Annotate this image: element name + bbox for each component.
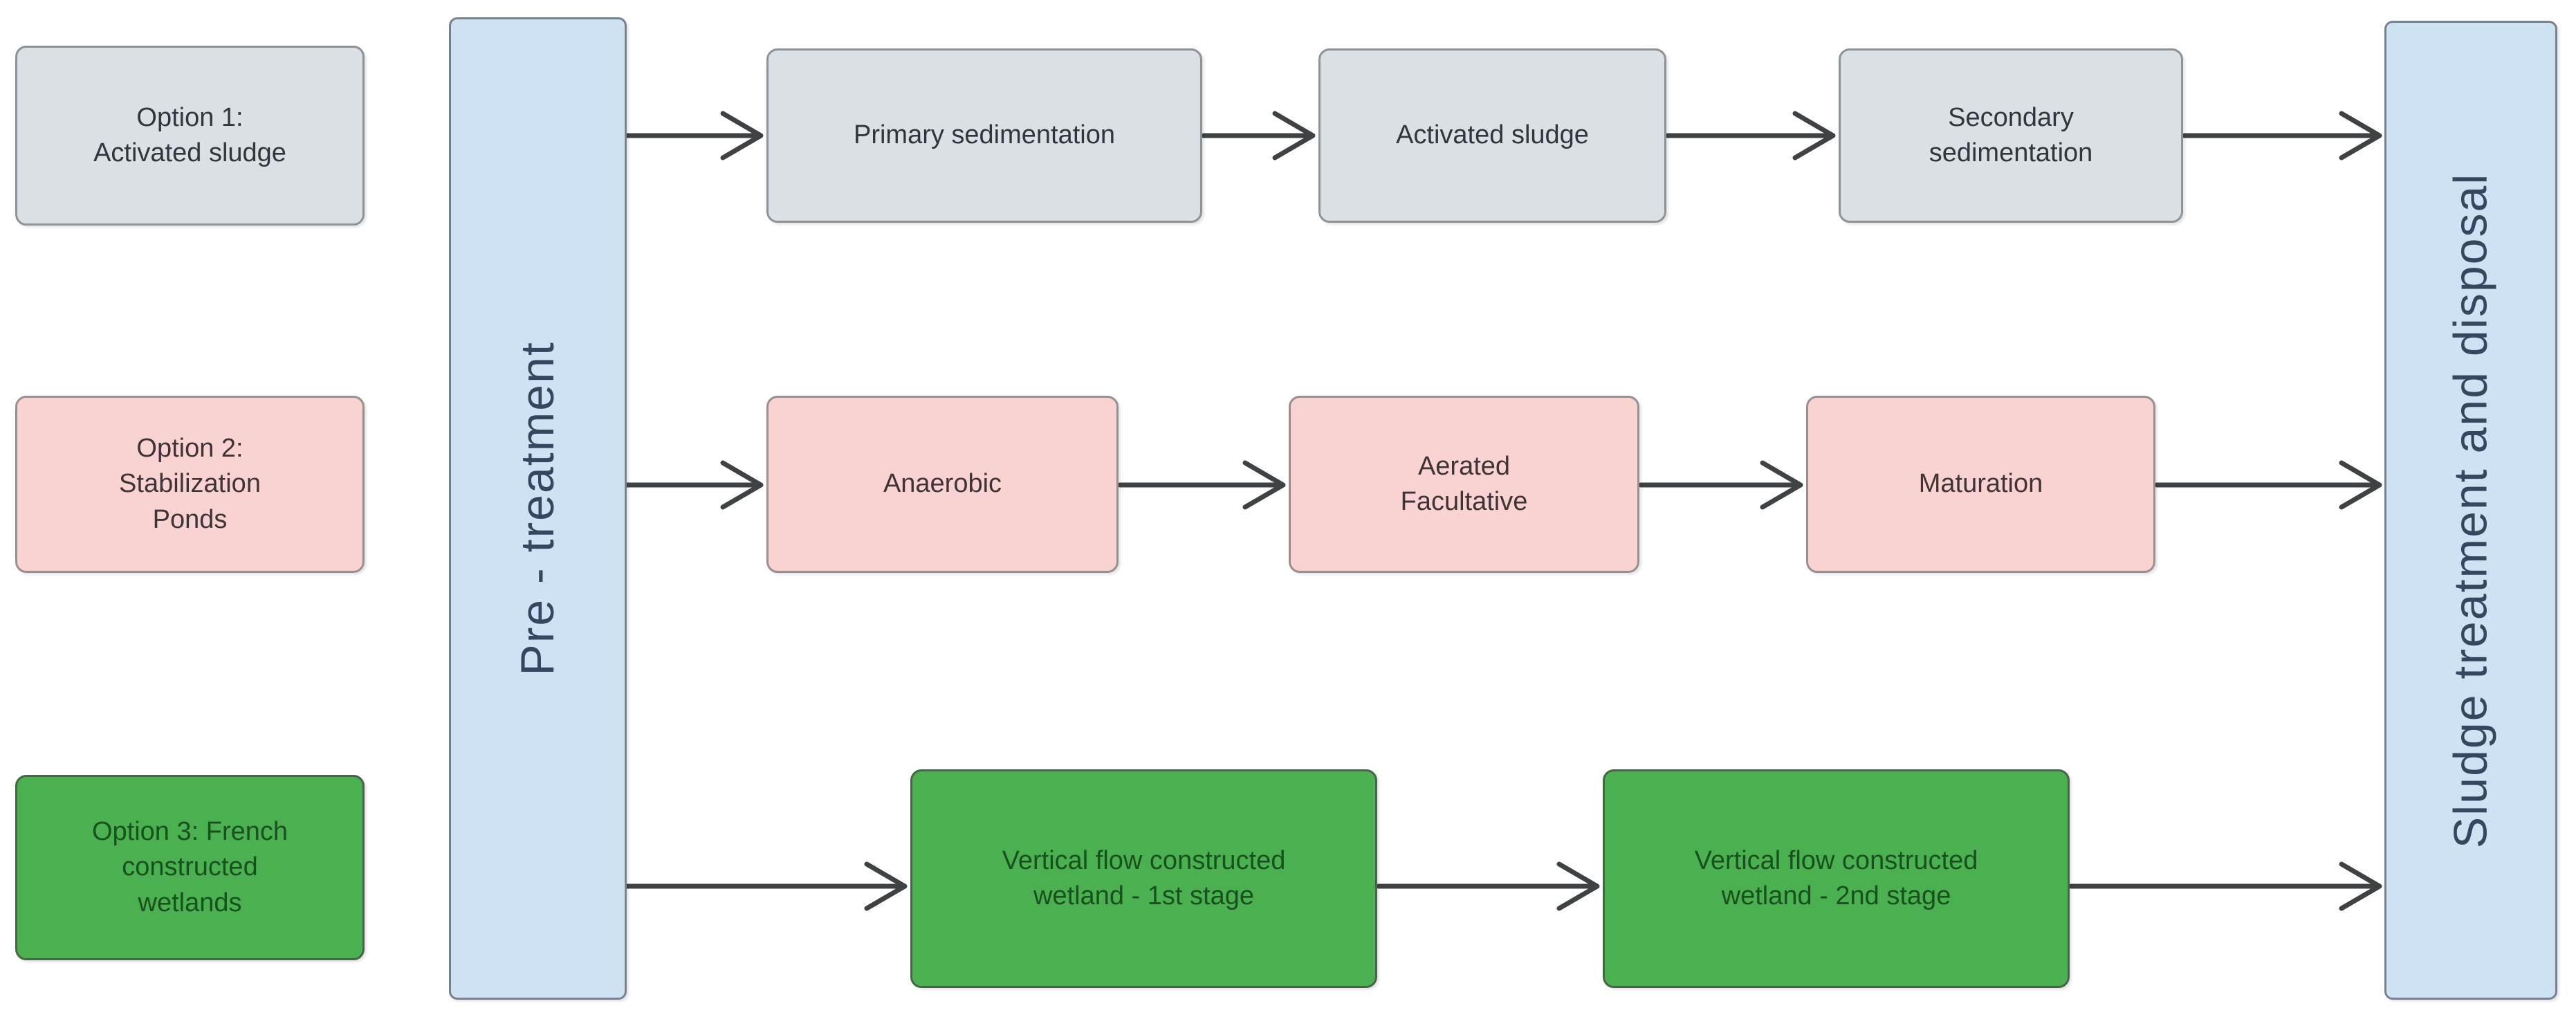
legend-option-3-french-wetlands: Option 3: French constructed wetlands xyxy=(15,775,365,960)
arrow-secondary-to-sludge xyxy=(2182,111,2382,161)
sludge-treatment-disposal-box: Sludge treatment and disposal xyxy=(2384,21,2557,1000)
pre-treatment-box: Pre - treatment xyxy=(449,17,627,1000)
legend-option-1-activated-sludge: Option 1: Activated sludge xyxy=(15,46,365,226)
step-aerated-facultative-pond: Aerated Facultative xyxy=(1289,396,1639,573)
arrow-aerated-to-maturation xyxy=(1638,460,1803,510)
step-maturation-pond: Maturation xyxy=(1806,396,2155,573)
arrow-primary-to-activated-sludge xyxy=(1201,111,1316,161)
arrow-anaerobic-to-aerated-facultative xyxy=(1117,460,1286,510)
arrow-wetland-1-to-wetland-2 xyxy=(1376,861,1600,911)
arrow-pretreatment-to-primary-sedimentation xyxy=(623,111,764,161)
step-anaerobic-pond: Anaerobic xyxy=(766,396,1119,573)
arrow-pretreatment-to-wetland-1 xyxy=(623,861,908,911)
arrow-pretreatment-to-anaerobic xyxy=(623,460,764,510)
sludge-treatment-disposal-label: Sludge treatment and disposal xyxy=(2444,172,2497,848)
step-vertical-flow-wetland-2nd-stage: Vertical flow constructed wetland - 2nd … xyxy=(1603,769,2070,988)
step-vertical-flow-wetland-1st-stage: Vertical flow constructed wetland - 1st … xyxy=(910,769,1377,988)
pre-treatment-label: Pre - treatment xyxy=(510,341,564,676)
arrow-maturation-to-sludge xyxy=(2154,460,2382,510)
arrow-activated-to-secondary-sedimentation xyxy=(1665,111,1836,161)
step-secondary-sedimentation: Secondary sedimentation xyxy=(1839,48,2183,223)
arrow-wetland-2-to-sludge xyxy=(2068,861,2382,911)
legend-option-2-stabilization-ponds: Option 2: Stabilization Ponds xyxy=(15,396,365,573)
step-activated-sludge: Activated sludge xyxy=(1318,48,1666,223)
step-primary-sedimentation: Primary sedimentation xyxy=(766,48,1202,223)
